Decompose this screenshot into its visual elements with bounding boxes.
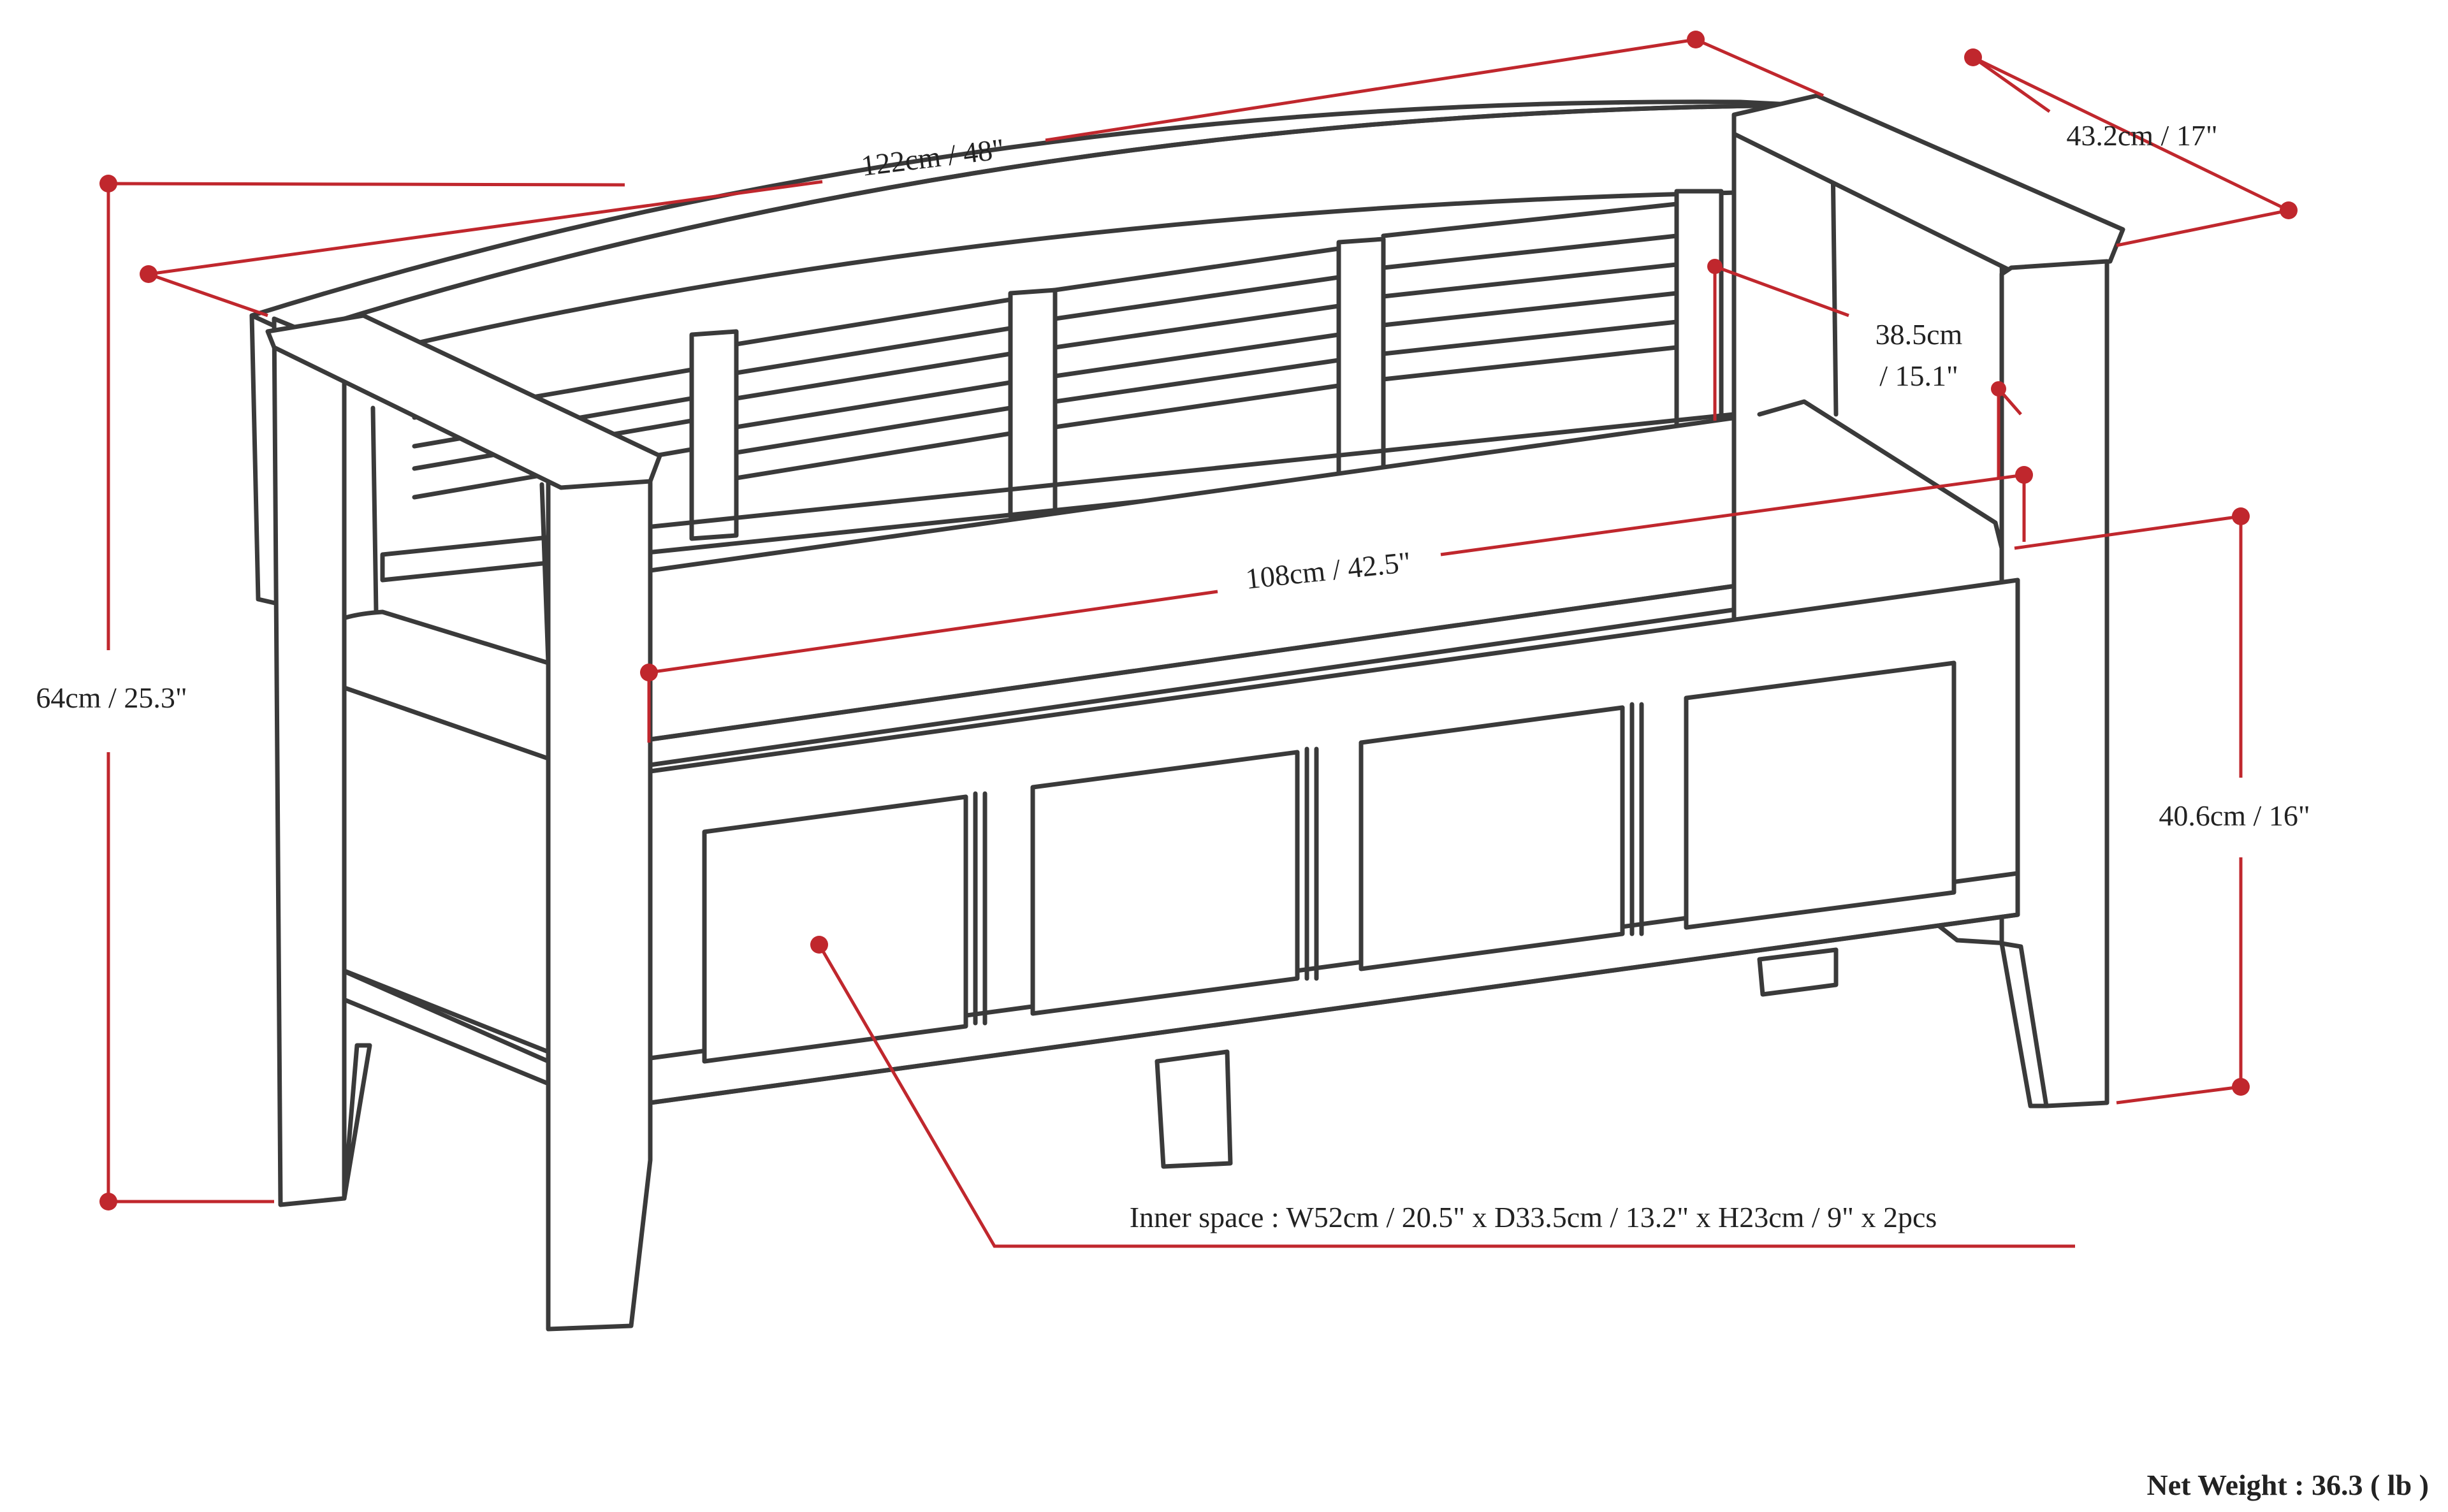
- height-endpoint-bottom: [99, 1193, 117, 1210]
- storage-panel-3: [1359, 705, 1625, 971]
- back-slats: [412, 201, 1679, 500]
- left-arm-top: [265, 313, 662, 490]
- back-height-label-line2: / 15.1": [1879, 360, 1958, 392]
- right-arm-inner: [1830, 157, 1839, 417]
- left-front-post: [546, 472, 653, 1332]
- cabinet-dividers: [973, 702, 1644, 1026]
- height-endpoint-top: [99, 175, 117, 193]
- seat-width-endpoint-right: [2015, 466, 2033, 484]
- storage-panel-2: [1030, 750, 1300, 1016]
- middle-leg: [1155, 1049, 1233, 1169]
- inner-space-endpoint: [810, 936, 828, 954]
- back-height-dimension-line: [1713, 265, 2022, 478]
- inner-space-leader-line: [817, 943, 2075, 1248]
- storage-panel-4: [1684, 660, 1956, 930]
- width-endpoint-left: [140, 265, 157, 283]
- height-label: 64cm / 25.3": [36, 681, 187, 714]
- left-arm-inner: [370, 405, 551, 665]
- back-right-leg: [1757, 947, 1839, 997]
- back-post-2: [1008, 287, 1058, 519]
- net-weight-label: Net Weight : 36.3 ( lb ): [2146, 1469, 2429, 1501]
- seat-width-endpoint-left: [640, 664, 658, 681]
- width-endpoint-right: [1687, 31, 1705, 48]
- back-height-label-line1: 38.5cm: [1876, 318, 1963, 351]
- seat-height-endpoint-bottom: [2232, 1078, 2250, 1096]
- back-height-endpoint-top: [1707, 259, 1723, 274]
- depth-endpoint-right: [2280, 201, 2298, 219]
- back-post-1: [689, 329, 739, 541]
- depth-label: 43.2cm / 17": [2066, 119, 2217, 152]
- left-back-leg: [272, 316, 347, 1207]
- right-arm-top: [1731, 93, 2125, 273]
- inner-space-label: Inner space : W52cm / 20.5" x D33.5cm / …: [1130, 1201, 1937, 1233]
- seat-height-endpoint-top: [2232, 507, 2250, 525]
- left-back-leg-lower: [342, 1043, 372, 1201]
- right-front-leg: [1999, 941, 2049, 1109]
- dimension-lines: [99, 31, 2298, 1248]
- right-seat-frame: [1757, 399, 2004, 551]
- depth-endpoint-left: [1964, 48, 1982, 66]
- bench-drawing: [249, 93, 2125, 1332]
- back-height-endpoint-bottom: [1991, 381, 2006, 396]
- seat-height-label: 40.6cm / 16": [2159, 799, 2310, 832]
- storage-panel-1: [702, 794, 968, 1064]
- back-post-3: [1336, 236, 1386, 500]
- left-side-rail: [329, 963, 551, 1086]
